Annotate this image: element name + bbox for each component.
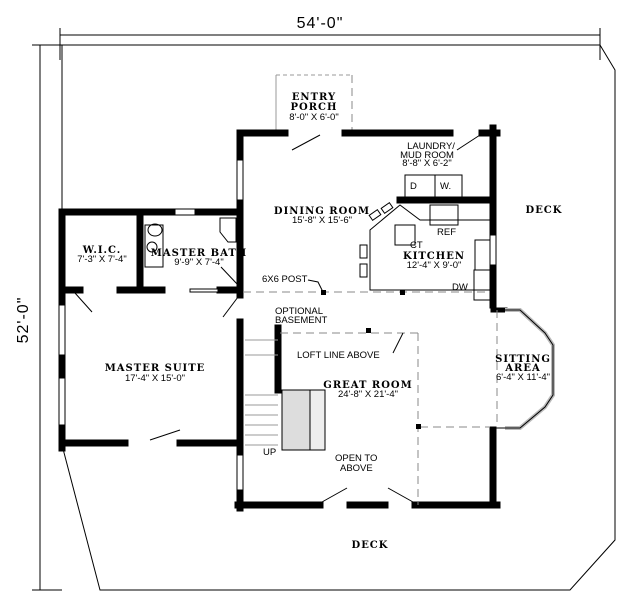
svg-text:KITCHEN: KITCHEN	[403, 251, 465, 262]
basement-note: OPTIONAL	[275, 306, 323, 317]
deck-outline	[61, 44, 616, 591]
svg-text:LAUNDRY/: LAUNDRY/	[407, 141, 455, 152]
svg-text:ABOVE: ABOVE	[340, 463, 373, 474]
svg-text:AREA: AREA	[504, 363, 540, 374]
stair-up-note: UP	[263, 447, 276, 458]
room-dining: DINING ROOM 15'-8" X 15'-6"	[274, 206, 370, 226]
post-note: 6X6 POST	[262, 274, 308, 285]
svg-text:REF: REF	[437, 227, 456, 238]
post-marker	[400, 290, 405, 295]
svg-text:CT: CT	[410, 240, 423, 251]
room-sitting-area: SITTING AREA 6'-4" X 11'-4"	[495, 354, 551, 383]
svg-text:15'-8" X 15'-6": 15'-8" X 15'-6"	[292, 215, 352, 226]
doors	[74, 134, 481, 503]
svg-text:MASTER BATH: MASTER BATH	[151, 248, 247, 259]
svg-text:GREAT ROOM: GREAT ROOM	[323, 380, 412, 391]
width-label: 54'-0"	[297, 15, 344, 32]
svg-text:24'-8" X 21'-4": 24'-8" X 21'-4"	[338, 389, 398, 400]
svg-text:ENTRY: ENTRY	[292, 92, 336, 103]
svg-text:W.: W.	[440, 181, 451, 192]
room-great-room: GREAT ROOM 24'-8" X 21'-4" OPEN TO ABOVE	[323, 380, 412, 474]
svg-text:PORCH: PORCH	[291, 102, 338, 113]
svg-text:D: D	[410, 181, 417, 192]
svg-text:17'-4" X 15'-0": 17'-4" X 15'-0"	[125, 373, 185, 384]
room-wic: W.I.C. 7'-3" X 7'-4"	[77, 245, 126, 265]
room-master-suite: MASTER SUITE 17'-4" X 15'-0"	[105, 363, 206, 384]
loft-line-note: LOFT LINE ABOVE	[297, 350, 380, 361]
deck-label-south: DECK	[352, 540, 389, 551]
room-entry-porch: ENTRY PORCH 8'-0" X 6'-0"	[289, 92, 338, 123]
svg-text:8'-0" X 6'-0": 8'-0" X 6'-0"	[289, 112, 338, 123]
svg-text:OPEN TO: OPEN TO	[335, 453, 377, 464]
room-laundry: LAUNDRY/ MUD ROOM 8'-8" X 6'-2" D W.	[400, 141, 455, 192]
svg-text:8'-8" X 6'-2": 8'-8" X 6'-2"	[402, 158, 451, 169]
svg-text:SITTING: SITTING	[495, 354, 551, 365]
svg-text:9'-9" X 7'-4": 9'-9" X 7'-4"	[174, 257, 223, 268]
svg-text:DW: DW	[452, 282, 468, 293]
basement-note: BASEMENT	[275, 315, 327, 326]
svg-text:MUD ROOM: MUD ROOM	[400, 150, 454, 161]
depth-dimension: 52'-0"	[15, 44, 62, 591]
post-marker	[416, 424, 421, 429]
deck-label-east: DECK	[526, 205, 563, 216]
post-marker	[366, 328, 371, 333]
svg-text:W.I.C.: W.I.C.	[82, 245, 122, 256]
room-master-bath: MASTER BATH 9'-9" X 7'-4"	[151, 248, 247, 268]
svg-text:MASTER SUITE: MASTER SUITE	[105, 363, 206, 374]
walls	[58, 124, 501, 512]
windows	[58, 159, 555, 491]
post-marker	[321, 290, 326, 295]
depth-label: 52'-0"	[15, 297, 32, 344]
svg-text:12'-4" X 9'-0": 12'-4" X 9'-0"	[407, 260, 462, 271]
room-kitchen: REF CT KITCHEN 12'-4" X 9'-0" DW	[403, 227, 468, 293]
svg-text:7'-3" X 7'-4": 7'-3" X 7'-4"	[77, 254, 126, 265]
svg-text:DINING ROOM: DINING ROOM	[274, 206, 370, 217]
loft-lines	[243, 279, 498, 505]
svg-text:6'-4" X 11'-4": 6'-4" X 11'-4"	[496, 372, 550, 383]
fixtures	[144, 174, 491, 451]
width-dimension: 54'-0"	[59, 15, 601, 60]
